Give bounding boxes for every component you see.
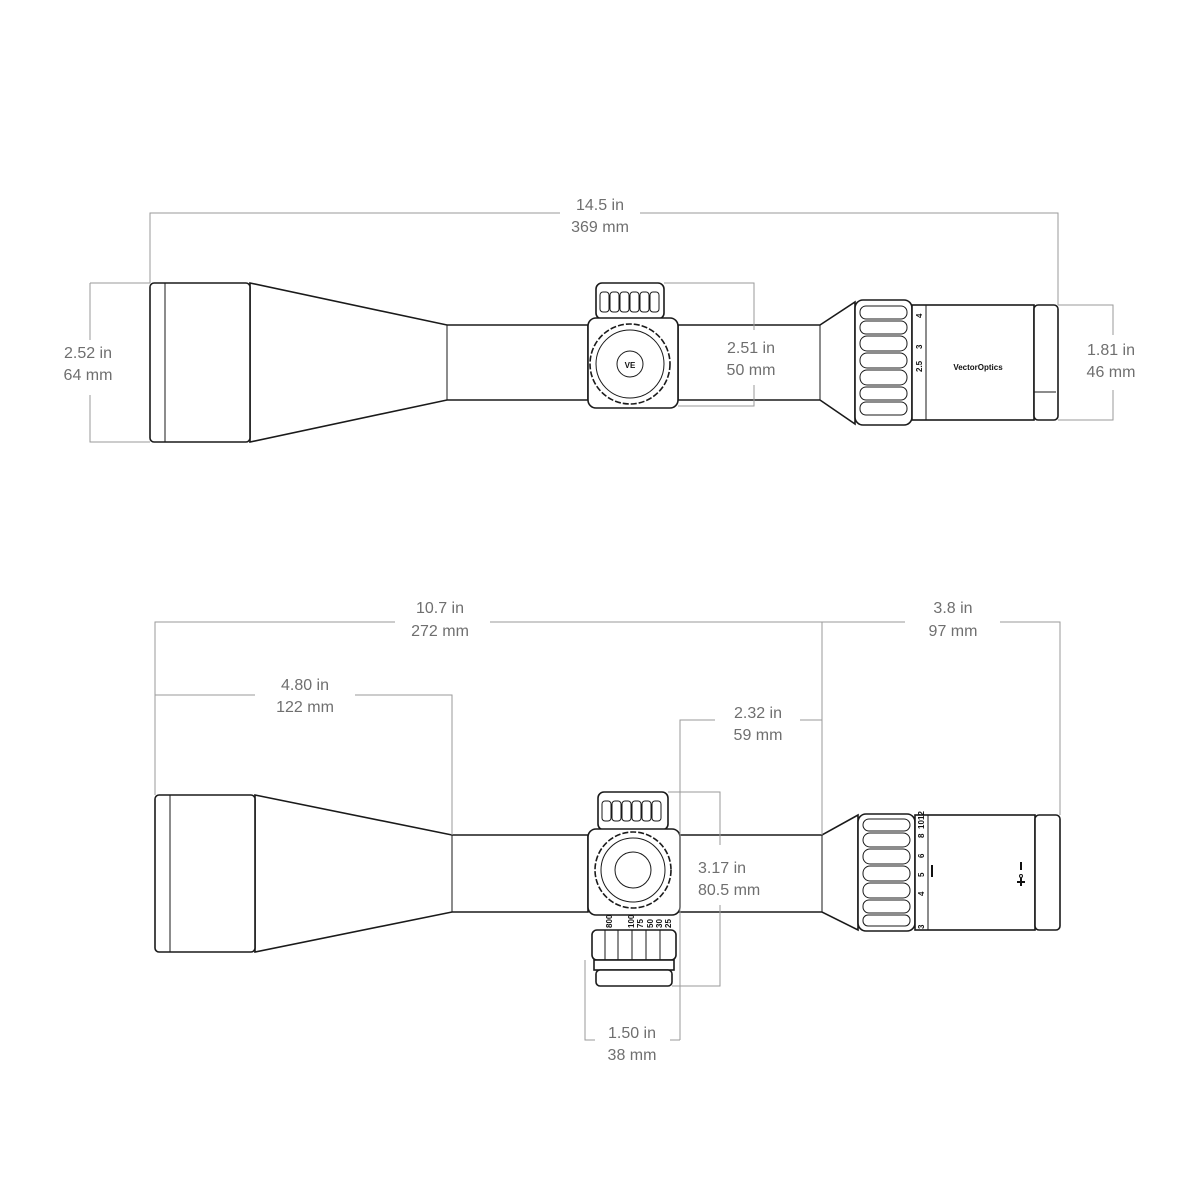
svg-text:10: 10 [917, 820, 926, 829]
top-dimensions: 14.5 in 369 mm 2.52 in 64 mm 2.51 in 50 … [64, 197, 1136, 443]
dim-label: 80.5 mm [698, 882, 760, 899]
dim-label: 272 mm [411, 623, 469, 640]
mag-mark: 3 [915, 344, 924, 349]
dim-label: 2.32 in [734, 705, 782, 722]
svg-text:75: 75 [636, 919, 645, 928]
side-eyepiece-knurl [862, 818, 911, 927]
svg-text:25: 25 [664, 919, 673, 928]
dim-label: 3.17 in [698, 860, 746, 877]
turret-logo: VE [625, 361, 636, 370]
dim-label: 4.80 in [281, 677, 329, 694]
dim-label: 369 mm [571, 219, 629, 236]
svg-text:6: 6 [917, 853, 926, 858]
top-eyepiece-knurl [859, 305, 908, 416]
svg-text:30: 30 [655, 919, 664, 928]
svg-text:800: 800 [605, 914, 614, 928]
dim-label: 122 mm [276, 699, 334, 716]
side-dimensions: 10.7 in 272 mm 3.8 in 97 mm 4.80 in 122 … [154, 600, 1061, 1064]
dim-label: 2.51 in [727, 340, 775, 357]
dim-label: 10.7 in [416, 600, 464, 617]
mag-mark: 4 [915, 313, 924, 318]
side-turret-knurl [601, 800, 662, 822]
side-magnification-marks: 3 4 5 6 8 10 12 [917, 811, 926, 929]
dim-label: 64 mm [64, 367, 113, 384]
svg-text:100: 100 [627, 914, 636, 928]
dim-label: 38 mm [608, 1047, 657, 1064]
diopter-symbols-icon [1017, 862, 1025, 886]
dim-label: 2.52 in [64, 345, 112, 362]
dim-label: 1.50 in [608, 1025, 656, 1042]
parallax-marks: 800 100 75 50 30 25 [605, 914, 673, 928]
mag-mark: 2.5 [915, 360, 924, 372]
svg-text:12: 12 [917, 811, 926, 820]
dim-label: 1.81 in [1087, 342, 1135, 359]
dim-label: 97 mm [929, 623, 978, 640]
svg-text:50: 50 [646, 919, 655, 928]
dim-label: 46 mm [1087, 364, 1136, 381]
dim-label: 59 mm [734, 727, 783, 744]
top-scope-drawing: VE 2.5 3 4 VectorOptics [149, 282, 1059, 443]
svg-text:3: 3 [917, 924, 926, 929]
dim-label: 3.8 in [933, 600, 972, 617]
svg-text:4: 4 [917, 891, 926, 896]
svg-text:8: 8 [917, 833, 926, 838]
top-turret-knurl [599, 291, 660, 313]
dim-label: 14.5 in [576, 197, 624, 214]
svg-text:5: 5 [917, 872, 926, 877]
dim-label: 50 mm [727, 362, 776, 379]
side-scope-drawing: 800 100 75 50 30 25 3 4 5 6 8 10 12 [154, 791, 1061, 987]
brand-logo: VectorOptics [953, 363, 1003, 372]
